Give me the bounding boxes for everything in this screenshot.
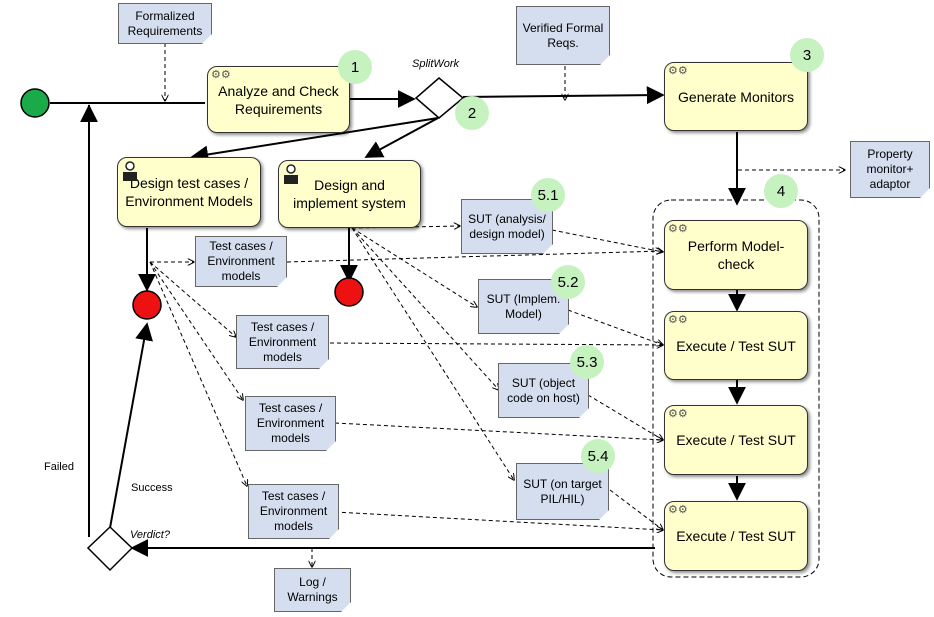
gears-icon: ⚙⚙ (668, 223, 688, 235)
splitwork-label: SplitWork (412, 58, 460, 70)
verdict-diamond (86, 525, 134, 572)
person-icon (284, 164, 298, 184)
end-node-impl (334, 277, 364, 307)
step-badge-5-1: 5.1 (531, 178, 565, 212)
end-node-tests (132, 290, 162, 320)
test-cases-doc-3: Test cases / Environment models (245, 396, 336, 451)
data-flow-lines (149, 43, 845, 567)
execute-test-action-2: ⚙⚙ Execute / Test SUT (664, 405, 808, 475)
design-implement-action: Design and implement system (278, 160, 421, 228)
person-icon (123, 161, 137, 181)
analyze-requirements-action: ⚙⚙ Analyze and Check Requirements (207, 66, 350, 133)
step-badge-3: 3 (790, 38, 824, 72)
failed-label: Failed (44, 461, 74, 473)
gears-icon: ⚙⚙ (211, 69, 231, 81)
generate-monitors-action: ⚙⚙ Generate Monitors (664, 62, 808, 131)
verdict-label: Verdict? (130, 529, 170, 541)
formalized-requirements-doc: Formalized Requirements (118, 3, 212, 44)
step-badge-4: 4 (764, 174, 798, 208)
gears-icon: ⚙⚙ (668, 65, 688, 77)
design-tests-action: Design test cases / Environment Models (117, 157, 261, 227)
test-cases-doc-2: Test cases / Environment models (236, 315, 329, 369)
step-badge-2: 2 (455, 96, 489, 130)
splitwork-diamond (414, 77, 465, 119)
step-badge-5-2: 5.2 (551, 265, 585, 299)
step-badge-1: 1 (338, 50, 372, 84)
control-flow-lines (50, 86, 746, 557)
model-check-action: ⚙⚙ Perform Model-check (664, 220, 808, 290)
gears-icon: ⚙⚙ (668, 504, 688, 516)
test-cases-doc-4: Test cases / Environment models (248, 484, 339, 539)
log-warnings-doc: Log / Warnings (274, 568, 351, 612)
execute-test-action-1: ⚙⚙ Execute / Test SUT (664, 311, 808, 380)
success-label: Success (131, 482, 173, 494)
property-monitor-doc: Property monitor+ adaptor (850, 141, 930, 198)
step-badge-5-4: 5.4 (581, 439, 615, 473)
sut-host-doc: SUT (object code on host) (498, 363, 589, 418)
sut-design-model-doc: SUT (analysis/ design model) (461, 199, 553, 254)
step-badge-5-3: 5.3 (570, 345, 604, 379)
verified-formal-reqs-doc: Verified Formal Reqs. (516, 6, 610, 65)
gears-icon: ⚙⚙ (668, 408, 688, 420)
test-cases-doc-1: Test cases / Environment models (195, 236, 287, 287)
gears-icon: ⚙⚙ (668, 314, 688, 326)
start-node (20, 88, 50, 118)
execute-test-action-3: ⚙⚙ Execute / Test SUT (664, 501, 808, 571)
